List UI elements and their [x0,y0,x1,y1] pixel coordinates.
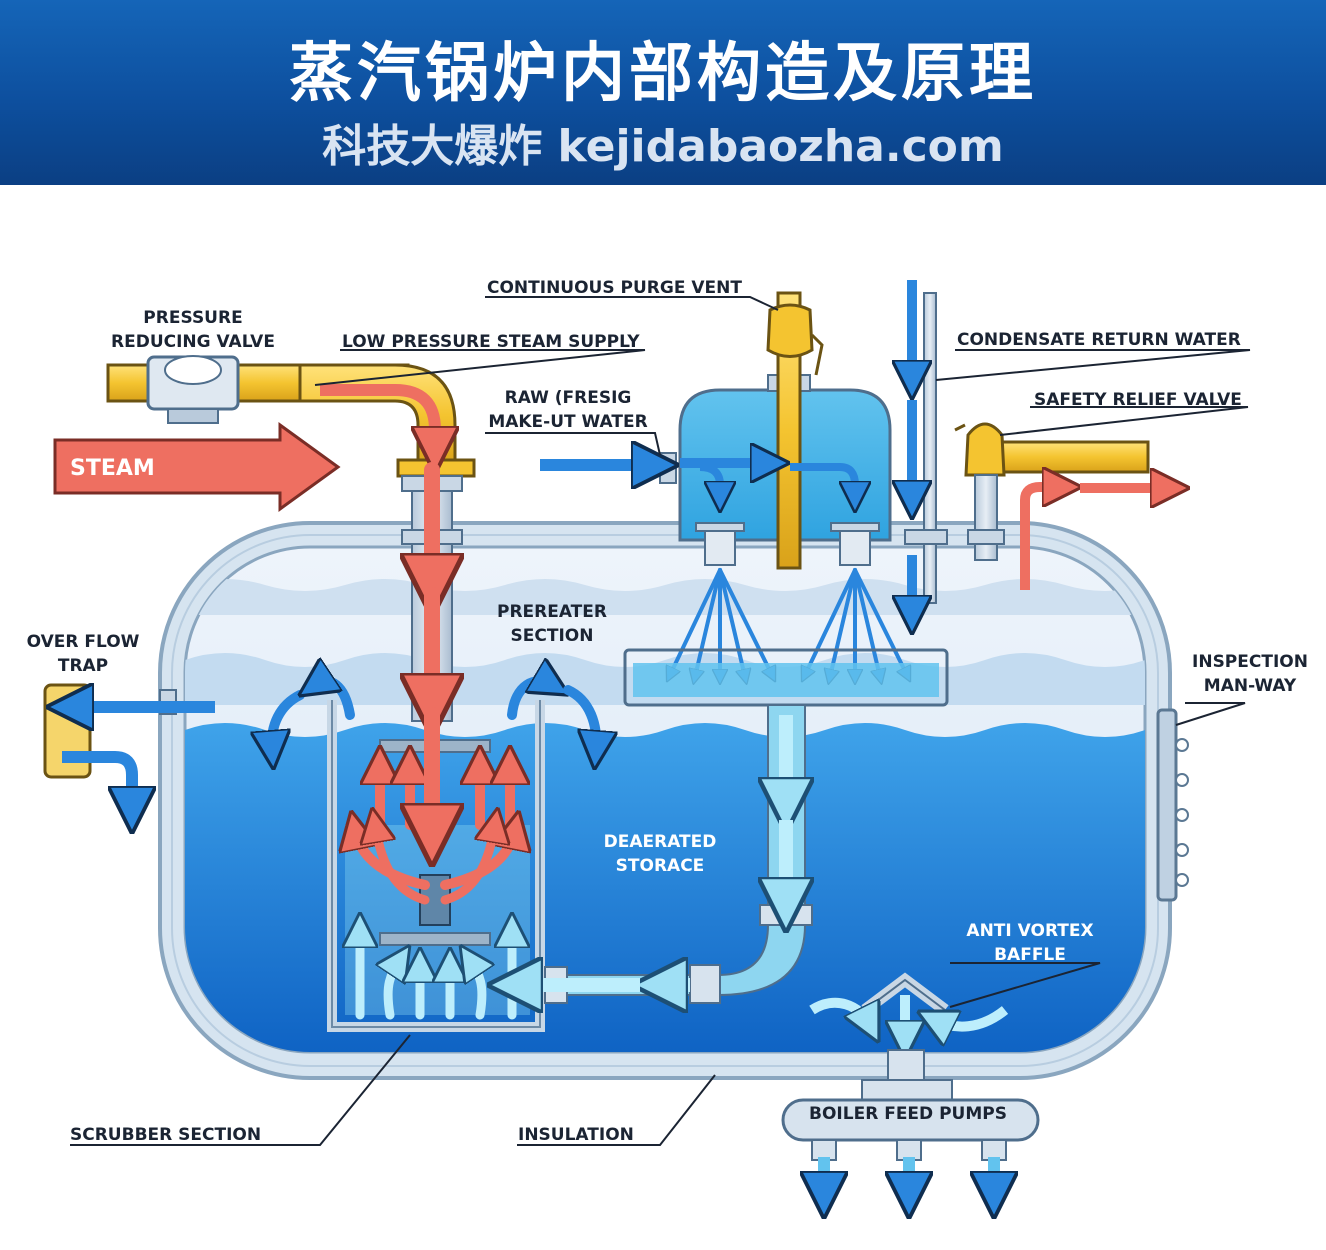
label-pressure-reducing-valve-2: REDUCING VALVE [111,332,275,352]
safety-relief-valve [954,422,1170,590]
title-banner: 蒸汽锅炉内部构造及原理 科技大爆炸 kejidabaozha.com [0,0,1326,185]
deaerator-diagram: PRESSURE REDUCING VALVE LOW PRESSURE STE… [27,278,1308,1250]
condensate-return-pipe [905,280,948,615]
page-subtitle: 科技大爆炸 kejidabaozha.com [322,121,1004,172]
label-anti-vortex-baffle-2: BAFFLE [994,945,1066,965]
labels: PRESSURE REDUCING VALVE LOW PRESSURE STE… [27,278,1308,1145]
label-insulation: INSULATION [518,1125,634,1145]
label-boiler-feed-pumps: BOILER FEED PUMPS [809,1104,1007,1124]
label-preheater-section-2: SECTION [511,626,594,646]
label-steam: STEAM [70,456,155,481]
page-title: 蒸汽锅炉内部构造及原理 [289,37,1037,111]
pressure-reducing-valve [146,355,240,424]
label-over-flow-trap-1: OVER FLOW [27,632,140,652]
spray-lines [670,568,907,677]
steam-inlet-arrow [53,422,341,512]
label-condensate-return-water: CONDENSATE RETURN WATER [957,330,1241,350]
over-flow-trap [43,685,215,810]
label-deaerated-storage-2: STORACE [616,856,705,876]
label-safety-relief-valve: SAFETY RELIEF VALVE [1034,390,1242,410]
label-over-flow-trap-2: TRAP [58,656,108,676]
label-continuous-purge-vent: CONTINUOUS PURGE VENT [487,278,742,298]
label-anti-vortex-baffle-1: ANTI VORTEX [966,921,1093,941]
label-raw-water-1: RAW (FRESIG [505,388,632,408]
anti-vortex-baffle [809,972,1009,1040]
downcomer-pipe [515,704,812,1003]
label-low-pressure-steam-supply: LOW PRESSURE STEAM SUPPLY [342,332,640,352]
continuous-purge-vent [766,291,824,570]
leader-lines [70,296,1251,1146]
spray-nozzles [695,522,880,566]
label-inspection-manway-1: INSPECTION [1192,652,1308,672]
overflow-curl-arrows [272,681,597,750]
label-deaerated-storage-1: DEAERATED [604,832,717,852]
boiler-feed-pumps [781,1049,1040,1195]
label-scrubber-section: SCRUBBER SECTION [70,1125,261,1145]
label-preheater-section-1: PREREATER [497,602,607,622]
inspection-manway [1156,708,1189,902]
preheater-tray [623,648,949,707]
raw-water-inlet [540,453,855,497]
label-inspection-manway-2: MAN-WAY [1204,676,1297,696]
label-raw-water-2: MAKE-UT WATER [488,412,647,432]
label-pressure-reducing-valve-1: PRESSURE [143,308,242,328]
